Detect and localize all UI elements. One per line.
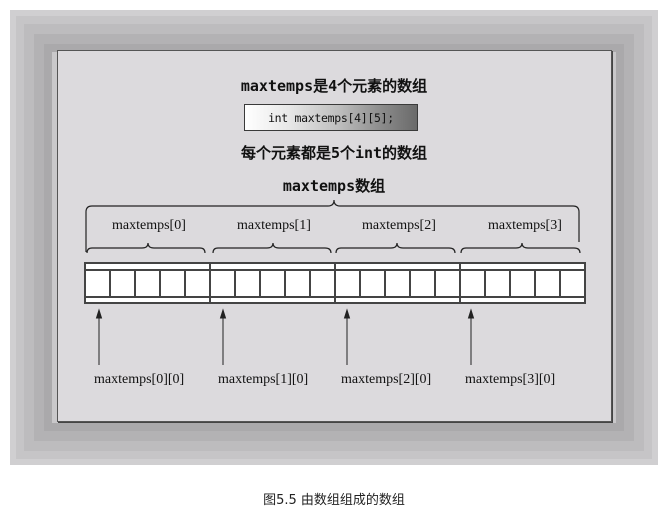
array-strip (84, 262, 586, 304)
title-top: maxtemps是4个元素的数组 (240, 77, 428, 95)
row-label-1: maxtemps[1] (237, 218, 311, 233)
row-brace-0 (86, 242, 206, 254)
row-label-0: maxtemps[0] (112, 218, 186, 233)
outer-brace (85, 199, 580, 252)
figure-caption: 图5.5 由数组组成的数组 (263, 493, 405, 508)
row-brace-2 (335, 242, 456, 254)
row-brace-1 (212, 242, 332, 254)
array-label: maxtemps数组 (282, 177, 386, 195)
element-label-2: maxtemps[2][0] (341, 372, 432, 387)
row-label-3: maxtemps[3] (488, 218, 562, 233)
row-label-2: maxtemps[2] (362, 218, 436, 233)
element-label-1: maxtemps[1][0] (218, 372, 309, 387)
subtitle: 每个元素都是5个int的数组 (240, 144, 428, 162)
element-label-3: maxtemps[3][0] (465, 372, 556, 387)
row-brace-3 (460, 242, 581, 254)
element-label-0: maxtemps[0][0] (94, 372, 185, 387)
code-box: int maxtemps[4][5]; (244, 104, 418, 131)
code-text: int maxtemps[4][5]; (268, 110, 394, 125)
